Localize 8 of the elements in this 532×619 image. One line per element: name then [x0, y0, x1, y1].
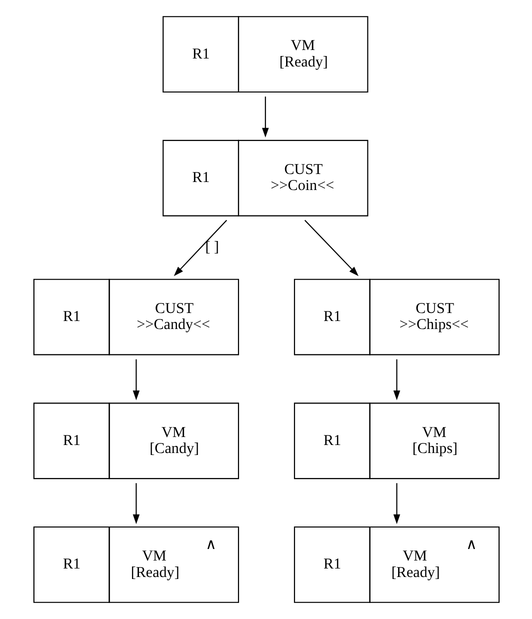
arrow: [132, 483, 140, 524]
arrow: [173, 220, 227, 276]
arrow: [392, 359, 400, 400]
arrow: [392, 483, 400, 524]
arrow: [262, 96, 268, 138]
arrow: [304, 220, 358, 276]
arrow: [132, 359, 140, 400]
edge-label: [ ]: [204, 240, 219, 256]
